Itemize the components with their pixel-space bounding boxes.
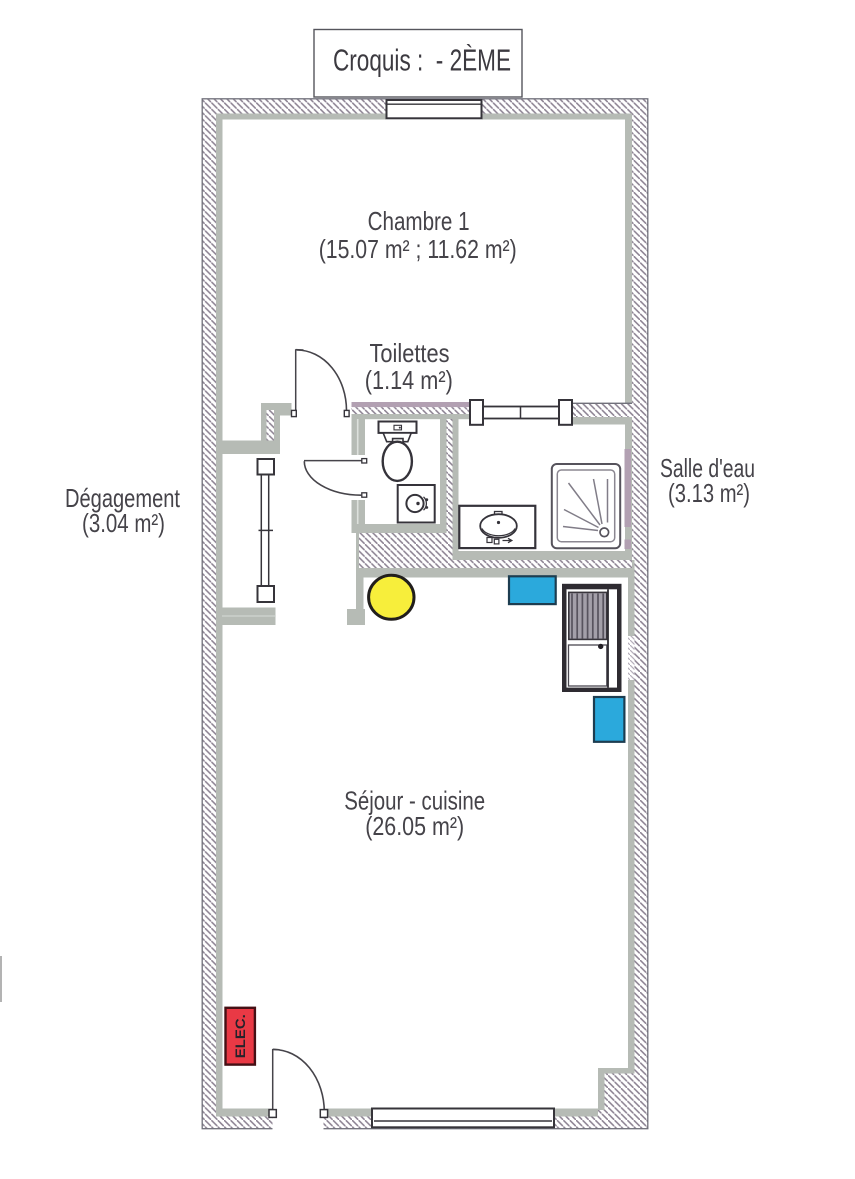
svg-text:Salle d'eau: Salle d'eau [660,453,755,483]
svg-text:Croquis : - 2ÈME: Croquis : - 2ÈME [333,43,511,78]
svg-text:Dégagement: Dégagement [65,483,181,513]
svg-text:(1.14 m²): (1.14 m²) [365,365,453,395]
svg-text:Toilettes: Toilettes [370,338,450,368]
svg-text:(3.13 m²): (3.13 m²) [668,478,750,508]
svg-text:(15.07 m² ; 11.62 m²): (15.07 m² ; 11.62 m²) [319,234,517,264]
svg-text:Séjour - cuisine: Séjour - cuisine [344,786,485,816]
svg-text:Chambre 1: Chambre 1 [368,206,470,236]
svg-text:ELEC.: ELEC. [232,1014,248,1058]
svg-text:(26.05 m²): (26.05 m²) [365,811,464,841]
svg-text:(3.04 m²): (3.04 m²) [82,508,165,538]
